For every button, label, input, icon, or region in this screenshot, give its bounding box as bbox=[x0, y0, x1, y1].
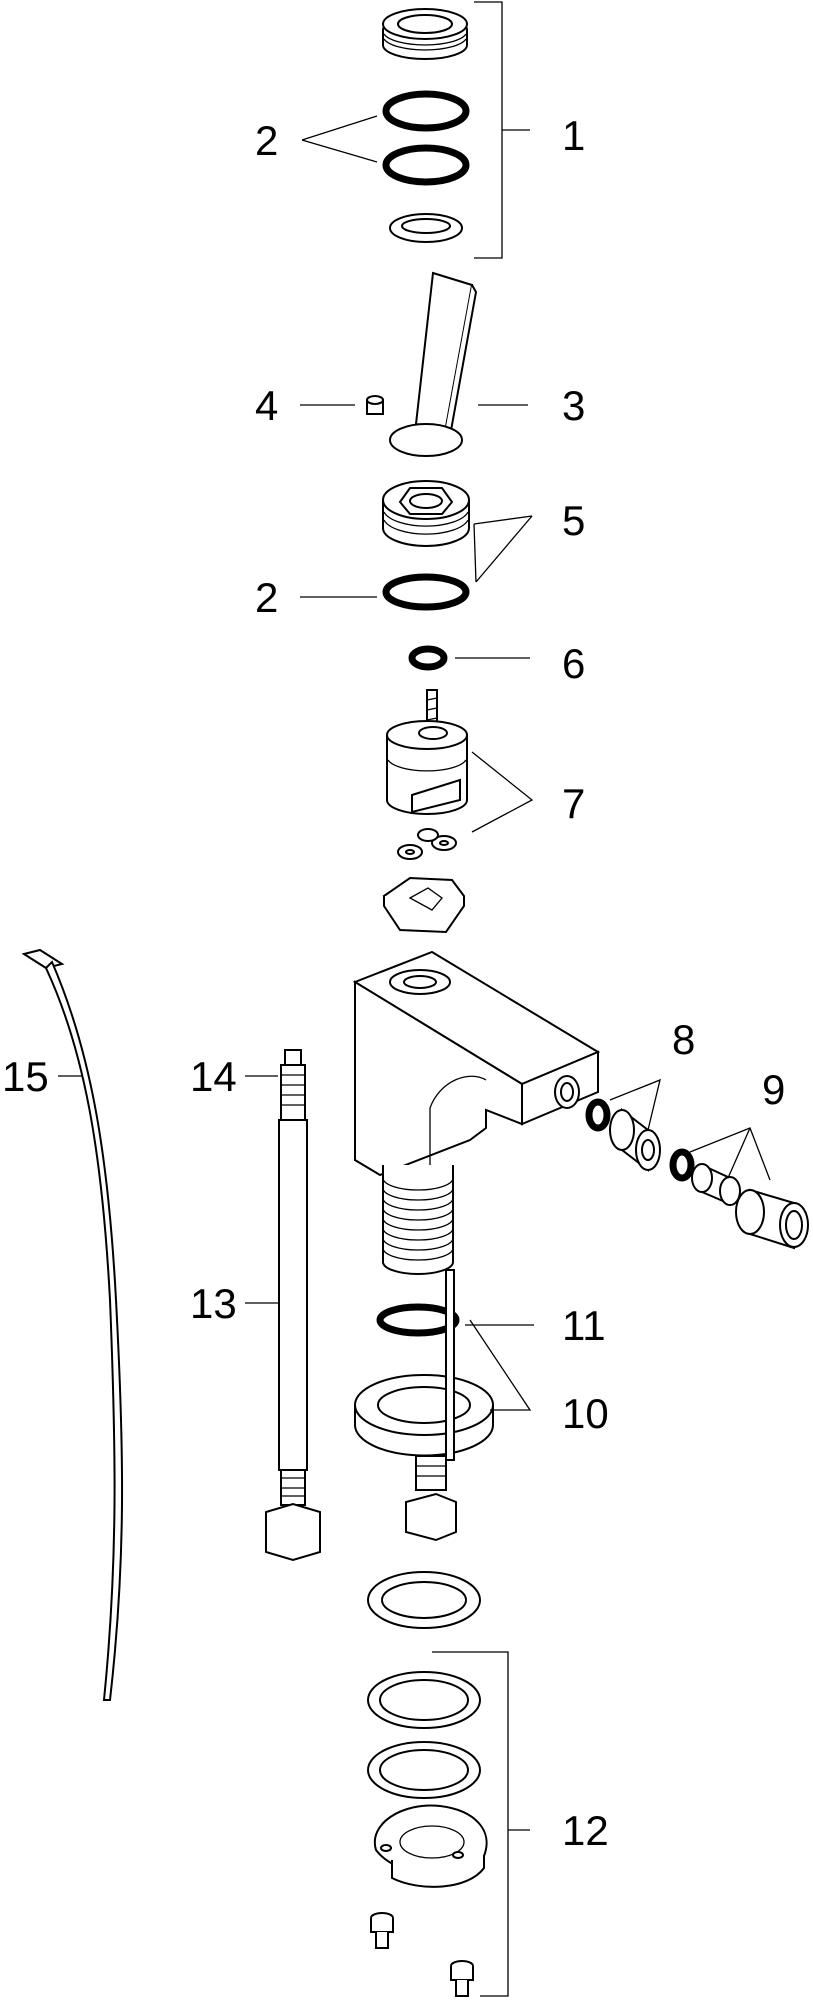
label-7: 7 bbox=[562, 780, 585, 827]
part-spacer-plate bbox=[382, 876, 466, 934]
leader-5 bbox=[473, 515, 533, 583]
part-5-nut bbox=[382, 480, 470, 547]
label-6: 6 bbox=[562, 640, 585, 687]
label-14: 14 bbox=[190, 1053, 237, 1100]
part-12-mounting-set bbox=[367, 1671, 488, 1997]
label-5: 5 bbox=[562, 497, 585, 544]
leader-2-upper bbox=[301, 115, 378, 163]
label-8: 8 bbox=[672, 1016, 695, 1063]
part-11-o-ring bbox=[376, 1303, 460, 1337]
part-8-connector bbox=[585, 1098, 661, 1173]
label-2-lower: 2 bbox=[255, 574, 278, 621]
lower-washer-1 bbox=[367, 1571, 481, 1629]
label-15: 15 bbox=[2, 1053, 49, 1100]
part-15-long-pipe bbox=[21, 948, 124, 1701]
leader-9 bbox=[689, 1127, 771, 1181]
label-10: 10 bbox=[562, 1390, 609, 1437]
label-1: 1 bbox=[562, 112, 585, 159]
leader-10 bbox=[469, 1319, 532, 1411]
label-9: 9 bbox=[762, 1066, 785, 1113]
part-2-o-rings-upper bbox=[382, 90, 470, 186]
part-6-small-o-ring bbox=[408, 645, 448, 671]
part-13-14-flex-hose bbox=[265, 1049, 321, 1562]
leader-8 bbox=[609, 1078, 661, 1131]
part-1-cap-assembly bbox=[382, 8, 468, 60]
part-3-lever-handle bbox=[389, 271, 478, 457]
part-2-o-ring-lower bbox=[382, 573, 470, 611]
bracket-part-1 bbox=[474, 1, 530, 259]
leader-7 bbox=[471, 751, 534, 833]
part-10-base-ring bbox=[354, 1269, 494, 1461]
label-11: 11 bbox=[562, 1302, 606, 1349]
bracket-part-12 bbox=[432, 1651, 530, 1997]
label-4: 4 bbox=[255, 382, 278, 429]
part-1-washer bbox=[389, 213, 463, 243]
label-13: 13 bbox=[190, 1280, 237, 1327]
part-7-cartridge bbox=[386, 689, 468, 860]
label-2-upper: 2 bbox=[255, 117, 278, 164]
part-9-aerator bbox=[669, 1148, 809, 1250]
label-12: 12 bbox=[562, 1807, 609, 1854]
label-3: 3 bbox=[562, 382, 585, 429]
tap-body bbox=[352, 950, 601, 1275]
part-4-grub-screw bbox=[366, 395, 384, 415]
part-stud-nut bbox=[405, 1455, 457, 1542]
